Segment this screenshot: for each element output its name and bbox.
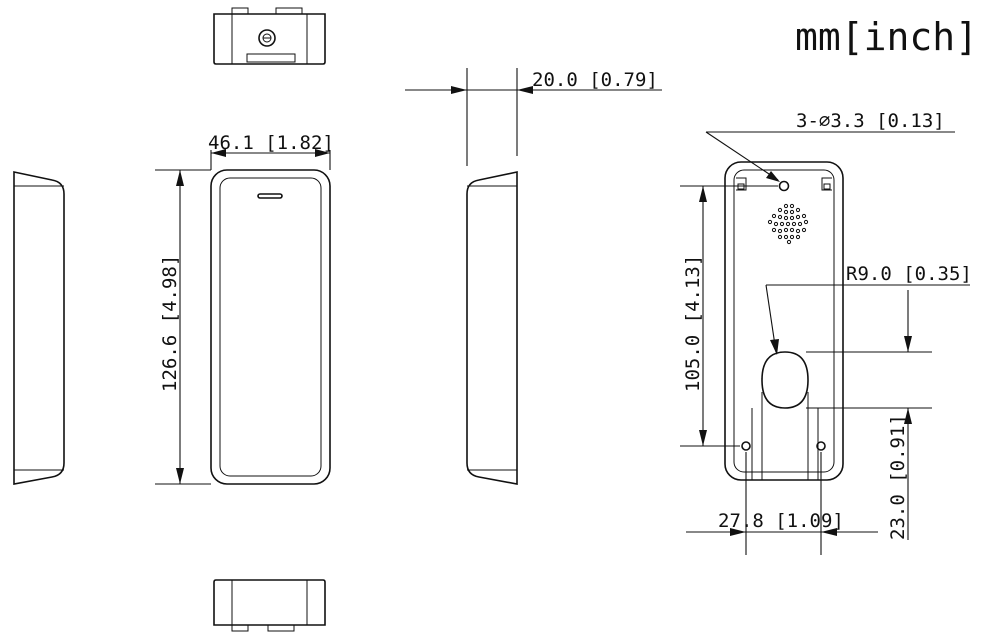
offset-label: 23.0 [0.91] [887,414,909,540]
indicator-led [257,193,283,199]
radius-callout: R9.0 [0.35] [765,263,972,355]
depth-label: 20.0 [0.79] [532,69,658,91]
cable-slot [761,351,809,409]
height-label: 126.6 [4.98] [159,255,181,392]
top-mounting-hole [778,180,790,192]
bottom-right-mounting-hole [816,441,826,451]
top-view [213,7,326,65]
left-side-view [13,171,65,485]
horizontal-pitch-dimension: 27.8 [1.09] [686,452,878,555]
offset-dimension: 23.0 [0.91] [806,290,932,540]
depth-dimension: 20.0 [0.79] [405,68,662,166]
units-label: mm[inch] [795,15,978,59]
vertical-pitch-dimension: 105.0 [4.13] [680,185,778,447]
right-side-view [466,171,518,485]
speaker-grille-icon [767,203,809,245]
radius-label: R9.0 [0.35] [846,263,972,285]
front-view [210,169,331,485]
holes-callout: 3-∅3.3 [0.13] [705,110,955,182]
back-view [724,161,844,481]
screw-icon [258,29,276,47]
vertical-pitch-label: 105.0 [4.13] [682,255,704,392]
width-label: 46.1 [1.82] [208,132,334,154]
horizontal-pitch-label: 27.8 [1.09] [718,510,844,532]
width-dimension: 46.1 [1.82] [208,132,334,170]
holes-label: 3-∅3.3 [0.13] [796,110,945,132]
bottom-left-mounting-hole [741,441,751,451]
bottom-view [213,579,326,632]
height-dimension: 126.6 [4.98] [155,169,211,485]
